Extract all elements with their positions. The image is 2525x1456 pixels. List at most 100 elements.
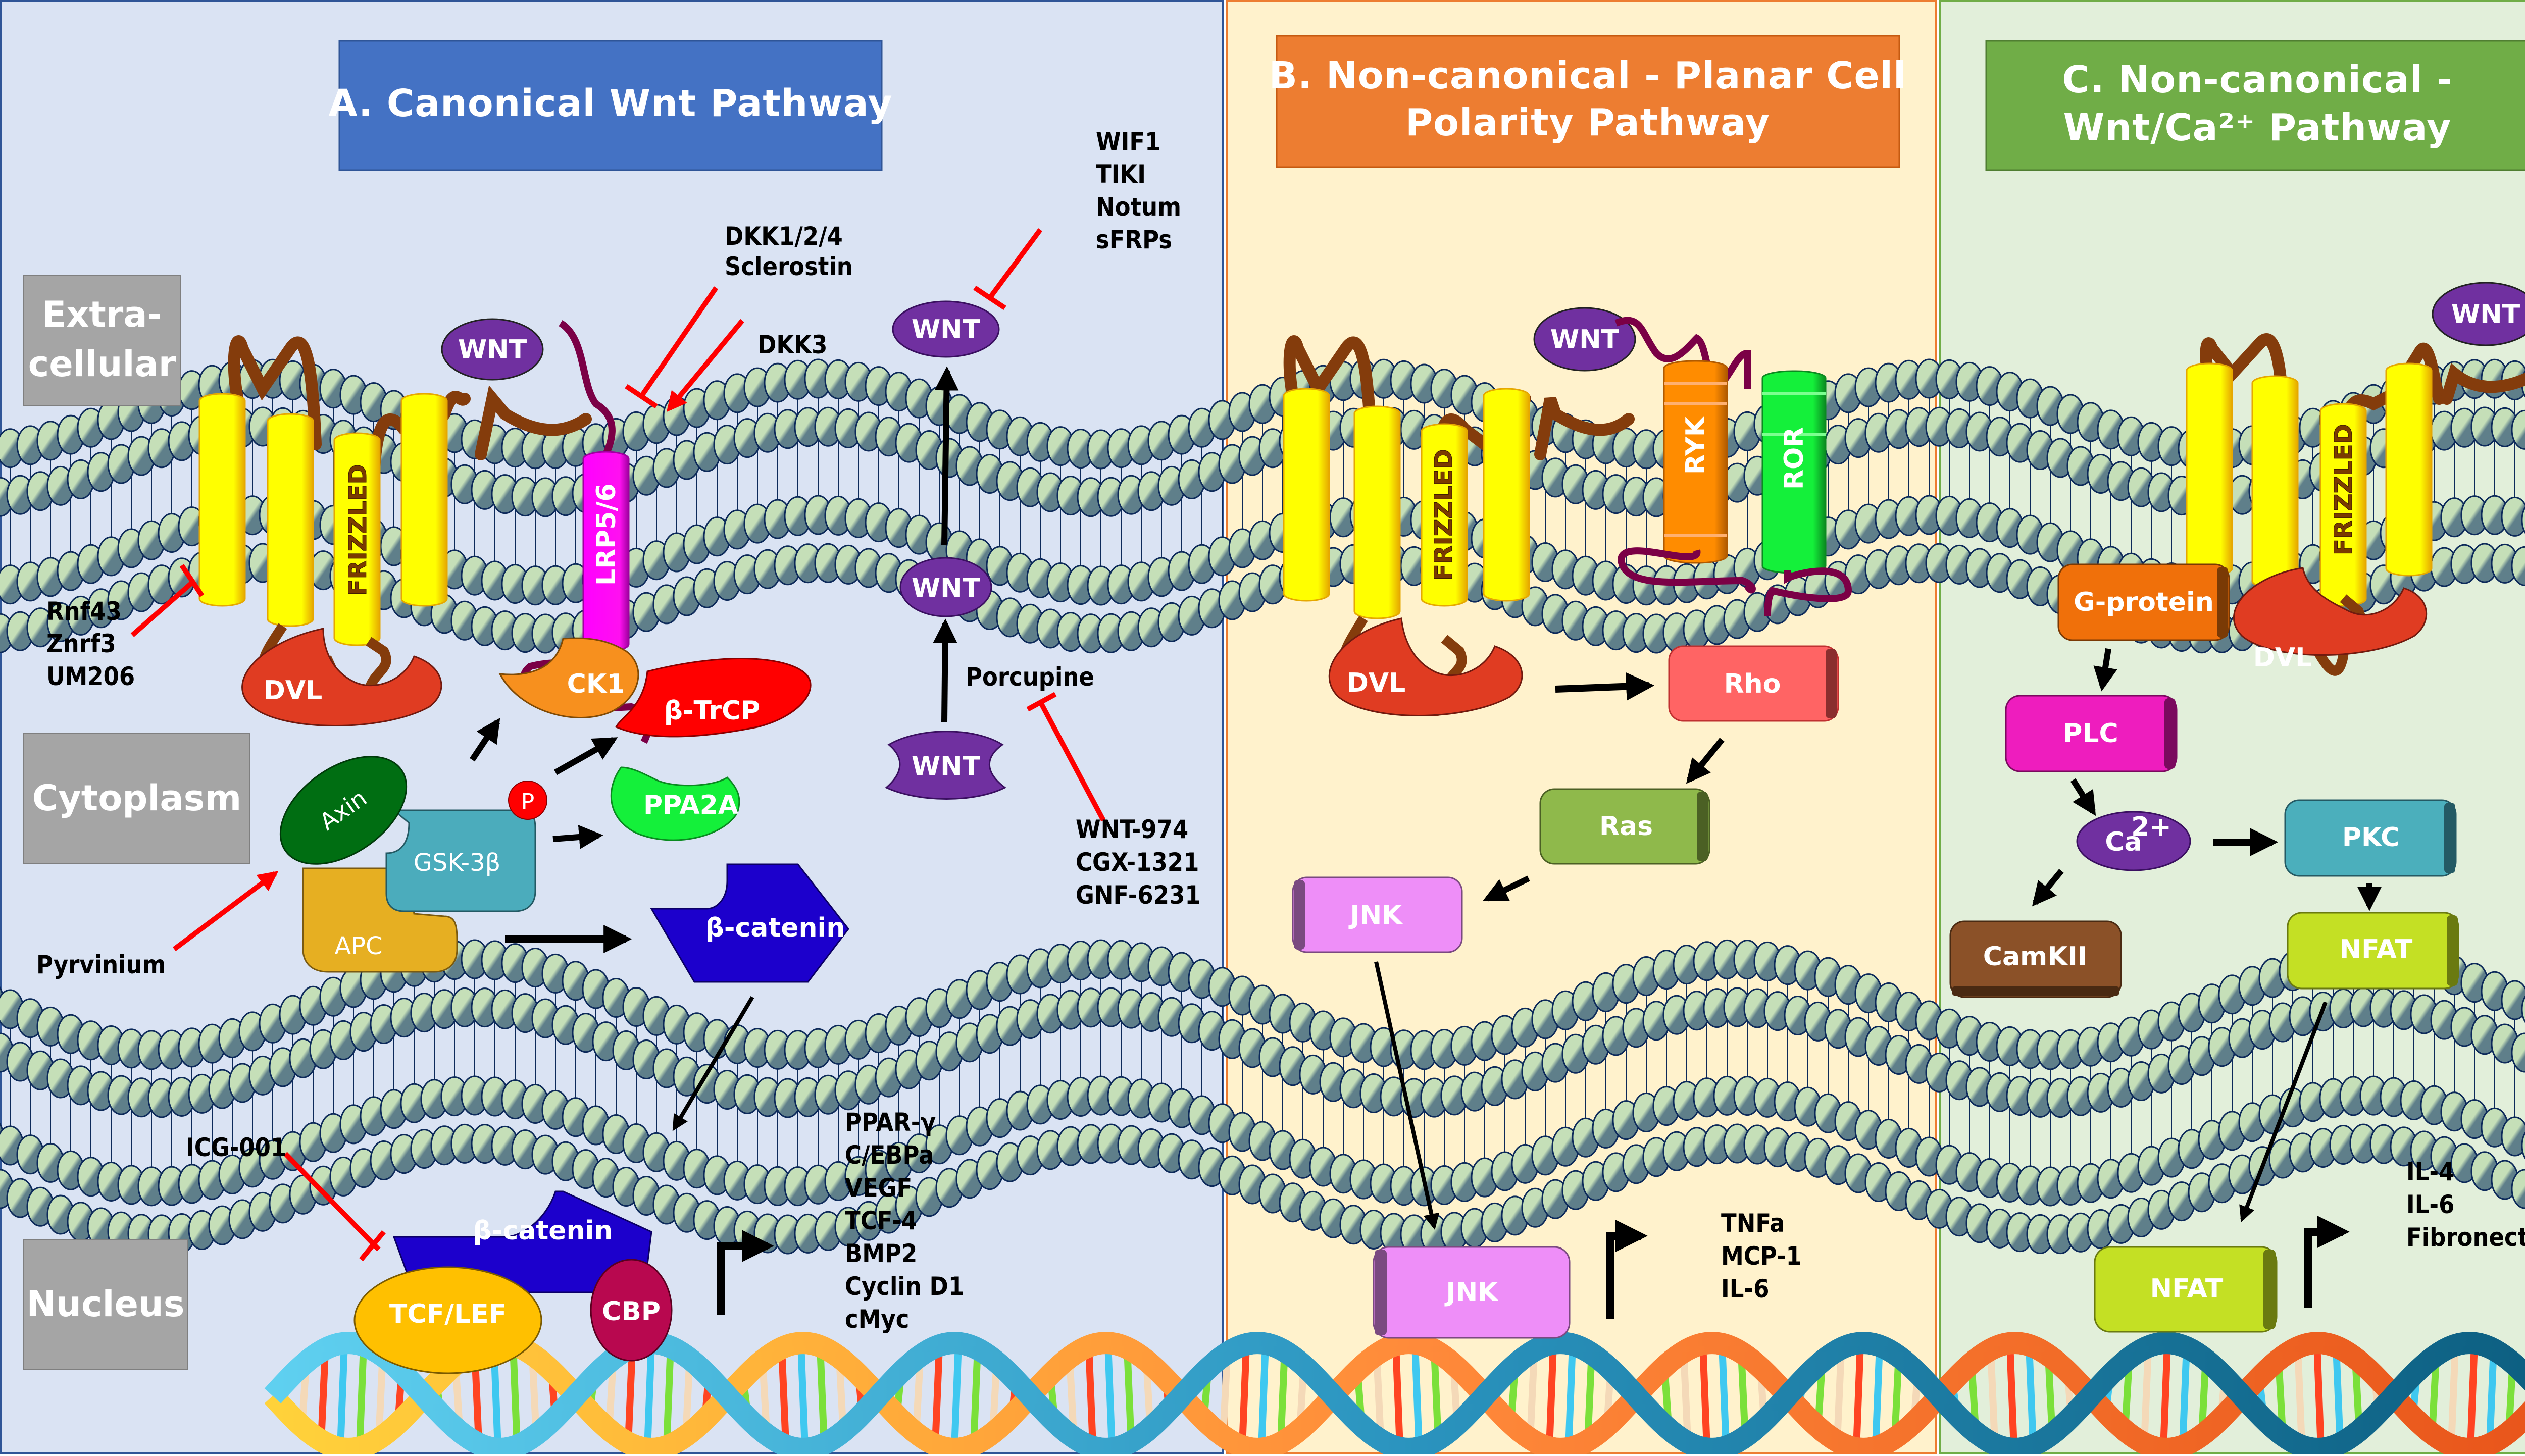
svg-text:β-TrCP: β-TrCP bbox=[664, 696, 760, 726]
beta-catenin-cytoplasm: β-catenin bbox=[650, 863, 849, 983]
base-pair bbox=[1239, 1345, 1250, 1447]
base-pair bbox=[1872, 1344, 1883, 1447]
lipid-head bbox=[2521, 1131, 2525, 1160]
base-pair bbox=[797, 1342, 809, 1449]
svg-text:FRIZZLED: FRIZZLED bbox=[1430, 449, 1458, 581]
destruction-complex: APC GSK-3β Axin P bbox=[279, 756, 547, 973]
svg-text:CGX-1321: CGX-1321 bbox=[1076, 848, 1199, 877]
lipid-head bbox=[2501, 980, 2525, 1020]
camkii: CamKII bbox=[1949, 920, 2122, 998]
dvl-canonical: DVL bbox=[241, 628, 442, 726]
target-gene: cMyc bbox=[845, 1305, 909, 1334]
lipid-head bbox=[2521, 995, 2525, 1023]
base-pair bbox=[1680, 1351, 1691, 1440]
wnt-bound-canonical: WNT bbox=[441, 318, 544, 381]
frizzled-receptor-calcium: FRIZZLED bbox=[2186, 333, 2525, 676]
wnt-bound-calcium: WNT bbox=[2432, 282, 2525, 346]
dvl-calcium: DVL bbox=[2233, 567, 2428, 673]
wnt-immature: WNT bbox=[885, 731, 1006, 800]
svg-text:GNF-6231: GNF-6231 bbox=[1076, 880, 1201, 910]
title-calcium-line2: Wnt/Ca²⁺ Pathway bbox=[2063, 106, 2452, 149]
base-pair bbox=[1987, 1349, 1998, 1443]
target-genes-calcium: IL-4IL-6Fibronectin bbox=[2406, 1157, 2525, 1252]
lipid-head bbox=[2511, 409, 2525, 450]
frizzled-label: FRIZZLED bbox=[344, 464, 372, 596]
title-calcium: C. Non-canonical - Wnt/Ca²⁺ Pathway bbox=[1985, 40, 2525, 171]
base-pair bbox=[663, 1345, 674, 1447]
base-pair bbox=[1392, 1344, 1403, 1447]
cbp: CBP bbox=[590, 1259, 673, 1362]
svg-text:CBP: CBP bbox=[602, 1296, 661, 1327]
base-pair bbox=[1853, 1343, 1864, 1449]
svg-text:NFAT: NFAT bbox=[2340, 934, 2413, 965]
base-pair bbox=[625, 1348, 636, 1443]
inhibitors-rnf: Rnf43 Znrf3 UM206 bbox=[46, 597, 135, 691]
ras: Ras bbox=[1539, 788, 1710, 865]
svg-text:WNT: WNT bbox=[912, 751, 981, 782]
jnk-cytoplasm: JNK bbox=[1292, 876, 1463, 953]
calcium-arrows bbox=[2032, 648, 2382, 1222]
base-pair bbox=[356, 1344, 367, 1448]
svg-text:WIF1: WIF1 bbox=[1096, 127, 1160, 157]
title-canonical-text: A. Canonical Wnt Pathway bbox=[328, 82, 892, 125]
base-pair bbox=[970, 1346, 981, 1445]
svg-text:UM206: UM206 bbox=[46, 662, 135, 691]
base-pair bbox=[2467, 1342, 2478, 1449]
base-pair bbox=[644, 1343, 655, 1449]
svg-text:CamKII: CamKII bbox=[1983, 942, 2087, 972]
ppa2a: PPA2A bbox=[610, 766, 740, 841]
dna-helix bbox=[264, 1331, 2525, 1456]
pcp-arrows bbox=[1374, 672, 1725, 1230]
target-gene: IL-6 bbox=[1721, 1274, 1769, 1304]
base-pair bbox=[778, 1347, 789, 1444]
base-pair bbox=[510, 1344, 521, 1447]
transcription-arrow-canonical bbox=[717, 1230, 774, 1315]
svg-text:Rnf43: Rnf43 bbox=[46, 597, 122, 626]
lipid-head bbox=[2511, 1169, 2525, 1209]
svg-text:2+: 2+ bbox=[2131, 812, 2172, 842]
wnt-bound-pcp: WNT bbox=[1533, 307, 1751, 393]
base-pair bbox=[951, 1342, 962, 1449]
svg-text:WNT: WNT bbox=[912, 315, 981, 345]
base-pair bbox=[2333, 1346, 2344, 1445]
target-gene: C/EBPa bbox=[845, 1140, 934, 1170]
calcium-ion: Ca 2+ bbox=[2076, 811, 2191, 871]
tcf-lef: TCF/LEF bbox=[354, 1266, 542, 1374]
svg-text:Nucleus: Nucleus bbox=[27, 1283, 185, 1325]
inhibitor-dkk3: DKK3 bbox=[758, 330, 827, 359]
target-gene: PPAR-γ bbox=[845, 1108, 936, 1137]
svg-text:TIKI: TIKI bbox=[1096, 160, 1146, 189]
lipid-head bbox=[2511, 546, 2525, 586]
svg-text:DVL: DVL bbox=[2253, 643, 2312, 673]
transcription-arrow-calcium bbox=[2304, 1216, 2350, 1308]
target-gene: Fibronectin bbox=[2406, 1223, 2525, 1252]
svg-text:LRP5/6: LRP5/6 bbox=[591, 483, 622, 586]
svg-text:PPA2A: PPA2A bbox=[643, 790, 738, 820]
svg-text:Ras: Ras bbox=[1599, 811, 1653, 842]
svg-text:JNK: JNK bbox=[1444, 1277, 1499, 1308]
apc-label: APC bbox=[334, 932, 382, 960]
target-gene: MCP-1 bbox=[1721, 1241, 1802, 1271]
base-pair bbox=[2006, 1343, 2017, 1449]
target-gene: TCF-4 bbox=[845, 1206, 917, 1235]
svg-text:DVL: DVL bbox=[1347, 668, 1406, 698]
wnt-processed: WNT bbox=[899, 557, 992, 617]
svg-text:CK1: CK1 bbox=[567, 669, 625, 699]
svg-text:β-catenin: β-catenin bbox=[473, 1216, 613, 1246]
target-gene: BMP2 bbox=[845, 1239, 917, 1268]
title-pcp-line1: B. Non-canonical - Planar Cell bbox=[1269, 54, 1907, 97]
base-pair bbox=[1834, 1350, 1845, 1442]
base-pair bbox=[1719, 1344, 1730, 1448]
inhibitors-dkk: DKK1/2/4 Sclerostin bbox=[725, 222, 853, 281]
svg-text:β-catenin: β-catenin bbox=[705, 913, 845, 943]
rho: Rho bbox=[1668, 645, 1839, 722]
base-pair bbox=[932, 1346, 943, 1445]
base-pair bbox=[1277, 1348, 1288, 1443]
label-extracellular: Extra- cellular bbox=[23, 275, 181, 406]
svg-text:Cytoplasm: Cytoplasm bbox=[32, 777, 242, 819]
svg-text:Extra-: Extra- bbox=[42, 294, 162, 335]
svg-text:PKC: PKC bbox=[2342, 822, 2400, 853]
base-pair bbox=[1546, 1344, 1557, 1448]
